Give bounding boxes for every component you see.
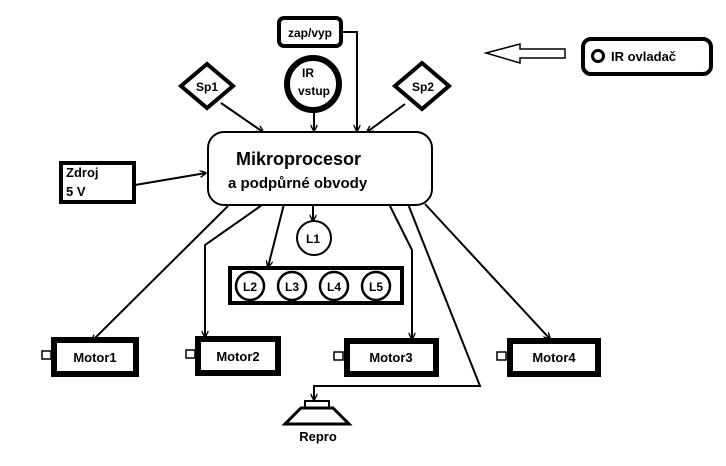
speaker-block: Repro	[281, 400, 353, 444]
led-l4: L4	[318, 270, 350, 302]
sp2-block: Sp2	[391, 60, 453, 112]
power-label-line2: 5 V	[66, 184, 86, 199]
sp2-label: Sp2	[412, 80, 434, 94]
speaker-label: Repro	[299, 429, 337, 444]
sp1-label: Sp1	[196, 80, 218, 94]
switch-label: zap/vyp	[288, 26, 332, 40]
hollow-left-arrow-icon	[483, 43, 566, 65]
motor3-block: Motor3	[333, 338, 439, 377]
led-bar: L2 L3 L4 L5	[228, 266, 404, 305]
ir-input-label-line2: vstup	[298, 84, 330, 98]
led-l5: L5	[360, 270, 392, 302]
ir-signal-arrow	[483, 43, 566, 65]
mcu-block: Mikroprocesor a podpůrné obvody	[207, 131, 433, 206]
motor1-label: Motor1	[73, 350, 116, 365]
led-l2: L2	[234, 270, 266, 302]
led-l4-label: L4	[327, 280, 341, 294]
motor4-label: Motor4	[532, 350, 576, 365]
motor2-label: Motor2	[216, 349, 259, 364]
sp2-to-mcu-line	[367, 103, 406, 132]
led-l3-label: L3	[285, 280, 299, 294]
ir-remote-block: IR ovladač	[581, 37, 713, 76]
led-l5-label: L5	[369, 280, 383, 294]
motor1-block: Motor1	[41, 337, 139, 377]
power-label-line1: Zdroj	[66, 165, 99, 180]
mcu-to-motor2-line	[205, 204, 263, 337]
led-l1: L1	[296, 220, 332, 256]
mcu-to-motor1-line	[92, 205, 229, 341]
ir-input-label-line1: IR	[302, 66, 314, 80]
ir-remote-label: IR ovladač	[611, 49, 676, 64]
motor2-block: Motor2	[185, 336, 281, 376]
mcu-to-motor4-line	[424, 203, 550, 339]
led-l2-label: L2	[243, 280, 257, 294]
mcu-to-speaker-line	[314, 203, 482, 400]
ir-led-icon	[591, 49, 605, 63]
led-l1-label: L1	[306, 232, 320, 246]
motor4-block: Motor4	[496, 338, 601, 377]
sp1-to-mcu-line	[220, 102, 263, 132]
mcu-to-led-bar-line	[268, 203, 285, 267]
led-l3: L3	[276, 270, 308, 302]
ir-input-block: IR vstup	[284, 55, 342, 113]
speaker-icon	[281, 400, 353, 426]
mcu-to-motor3-line	[389, 205, 412, 339]
mcu-label-line1: Mikroprocesor	[236, 149, 361, 169]
sp1-block: Sp1	[177, 61, 237, 111]
power-supply-block: Zdroj 5 V	[59, 161, 136, 204]
connectors	[92, 31, 550, 400]
motor3-label: Motor3	[369, 350, 412, 365]
switch-block: zap/vyp	[277, 16, 343, 48]
power-to-mcu-line	[134, 173, 206, 186]
switch-to-mcu-line	[340, 31, 357, 131]
mcu-label-line2: a podpůrné obvody	[228, 175, 368, 192]
